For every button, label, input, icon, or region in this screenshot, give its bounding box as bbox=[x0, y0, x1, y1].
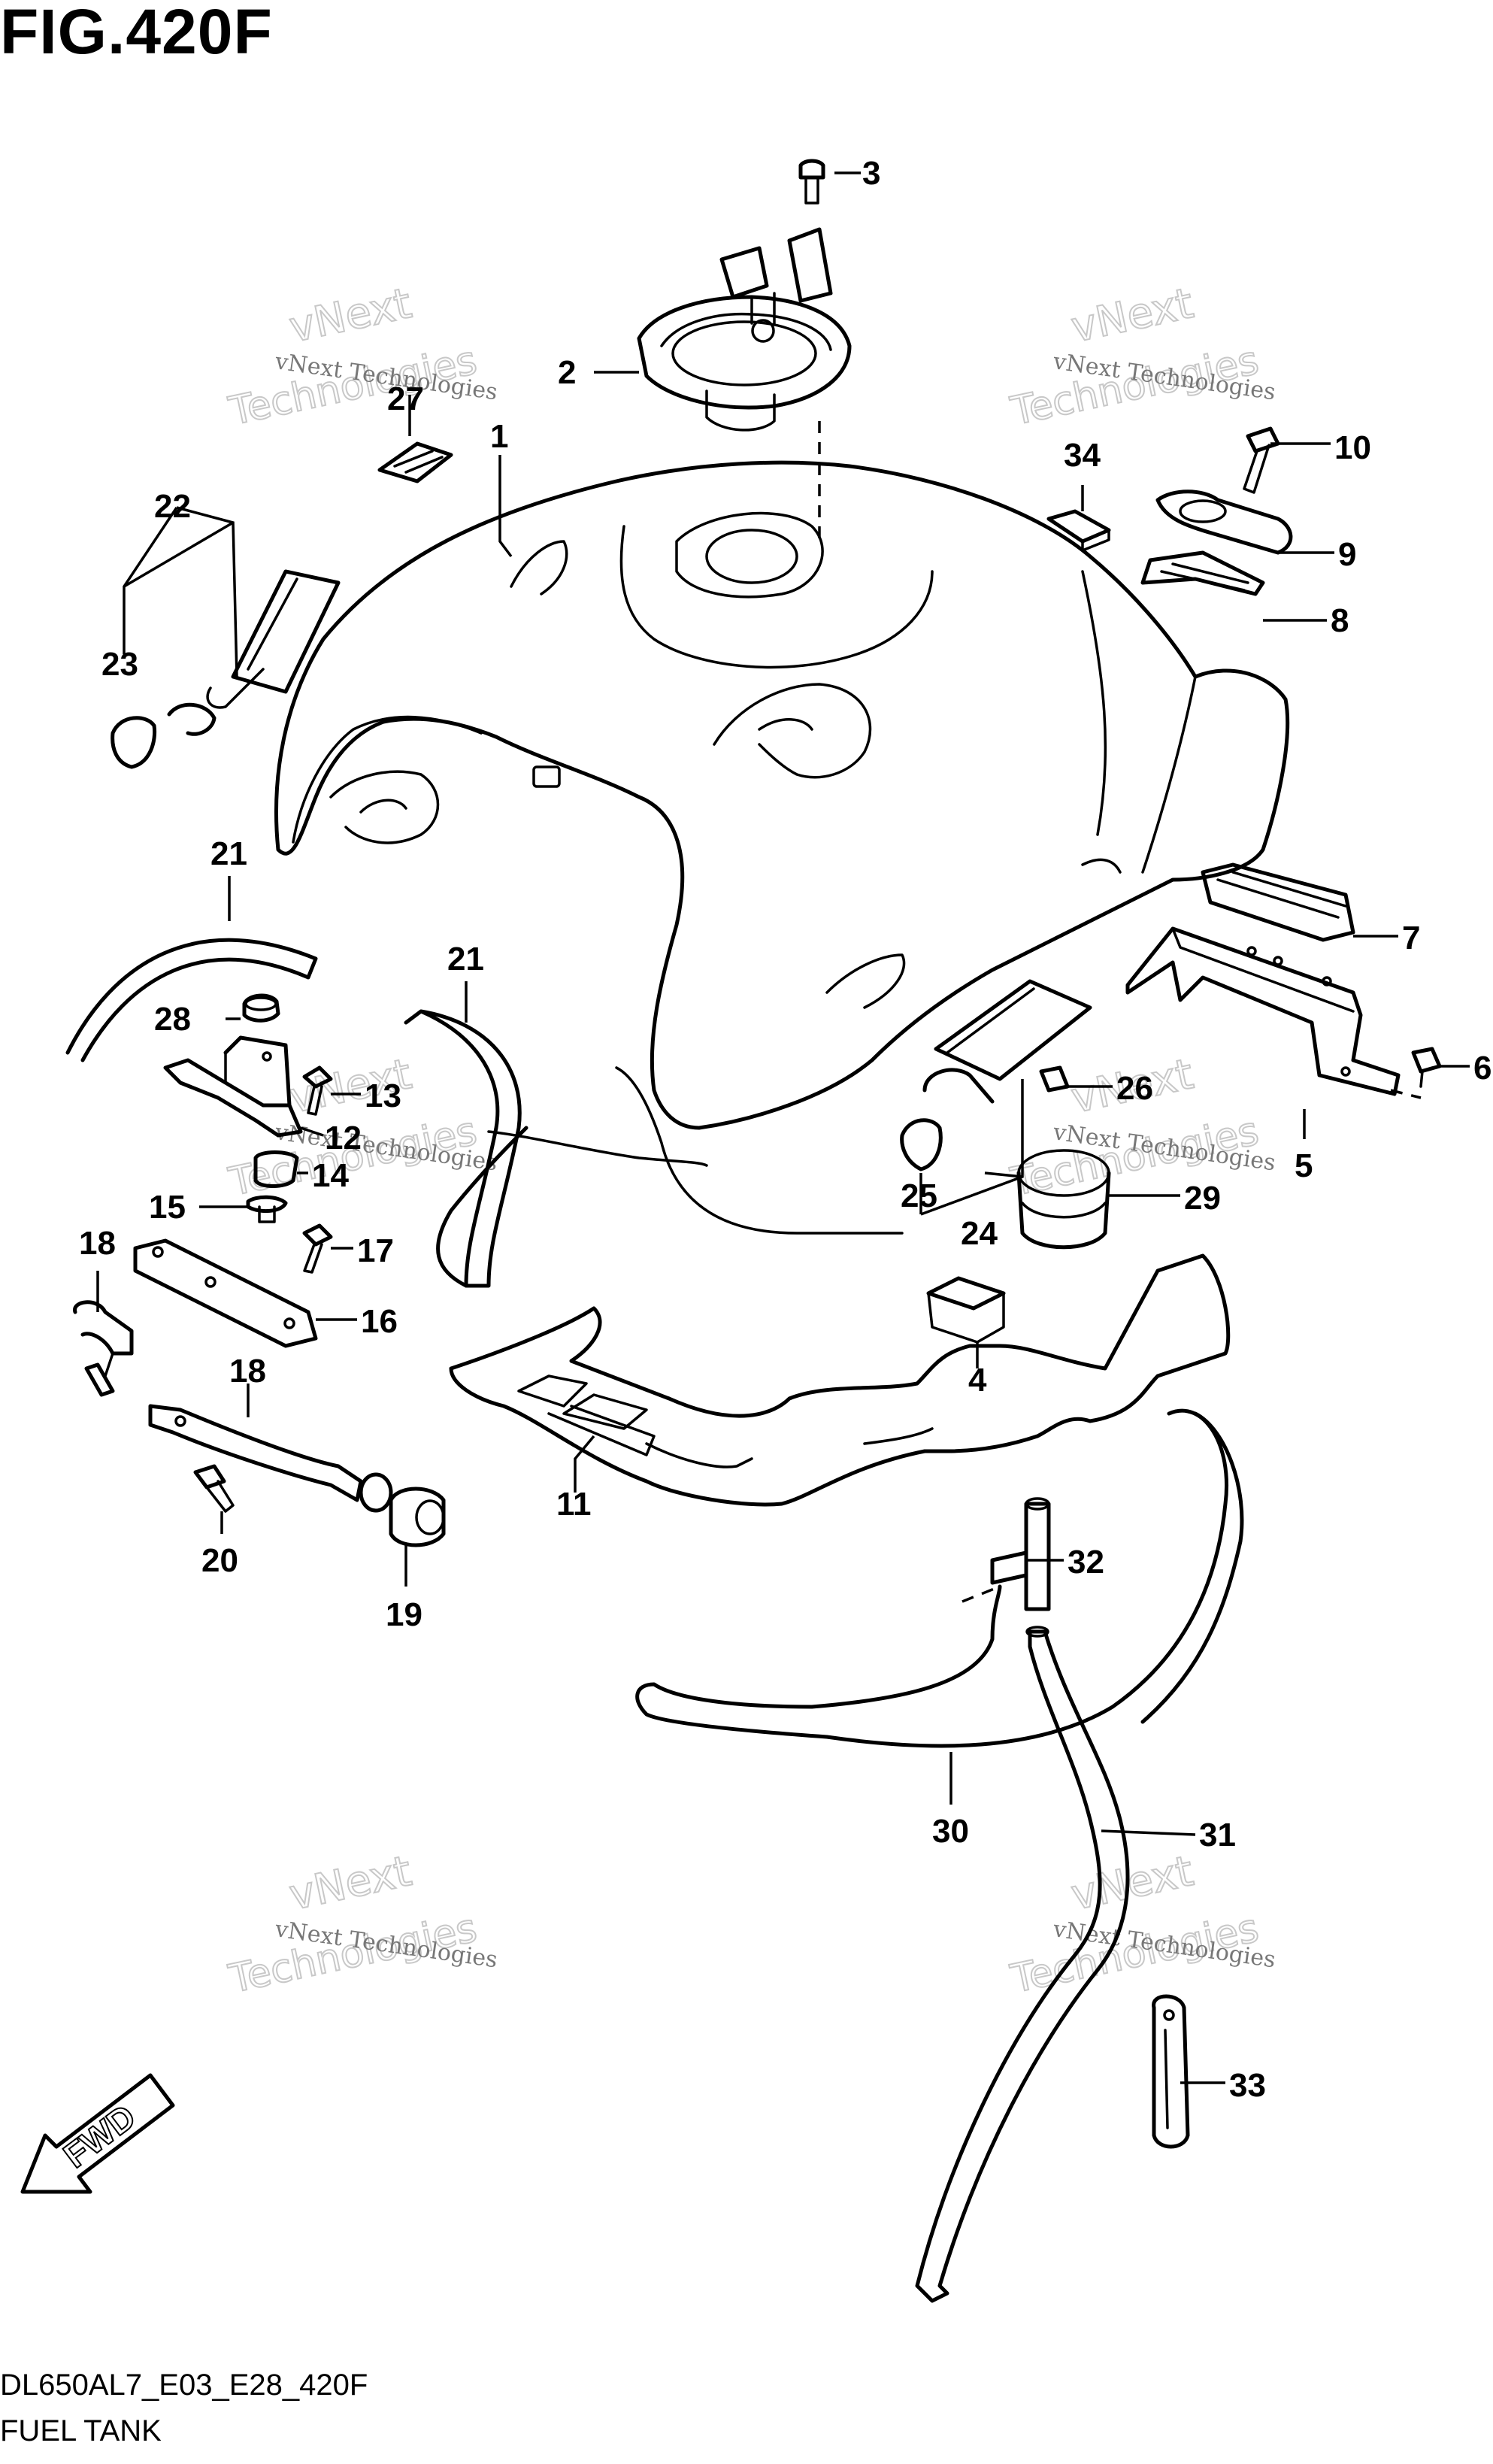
callout-7: 7 bbox=[1402, 920, 1420, 956]
rear-bracket-5 bbox=[1125, 926, 1401, 1096]
callout-20: 20 bbox=[201, 1542, 238, 1579]
watermark-top-left: vNext Technologies vNext Technologies bbox=[224, 278, 499, 435]
callout-9: 9 bbox=[1338, 536, 1356, 573]
svg-text:vNext: vNext bbox=[1067, 279, 1198, 353]
cap-bolt bbox=[798, 159, 825, 205]
callout-13: 13 bbox=[365, 1077, 401, 1114]
callout-29: 29 bbox=[1184, 1180, 1221, 1217]
t-joint-32 bbox=[990, 1497, 1051, 1611]
callout-34: 34 bbox=[1064, 437, 1101, 474]
model-code: DL650AL7_E03_E28_420F bbox=[0, 2369, 368, 2402]
callout-8: 8 bbox=[1331, 602, 1349, 639]
callout-1: 1 bbox=[490, 418, 508, 455]
callout-14: 14 bbox=[312, 1157, 349, 1194]
callout-10: 10 bbox=[1334, 429, 1371, 466]
fuel-cap-assembly bbox=[637, 227, 852, 432]
figure-title: FIG.420F bbox=[0, 0, 273, 67]
collar-19 bbox=[389, 1487, 446, 1547]
callout-22: 22 bbox=[154, 488, 191, 525]
callout-27: 27 bbox=[387, 380, 424, 417]
callout-21b-label: 21 bbox=[447, 941, 484, 977]
bolt-6 bbox=[1411, 1047, 1442, 1088]
nut-14 bbox=[253, 1150, 299, 1188]
bolt-26 bbox=[1039, 1065, 1070, 1093]
callout-17: 17 bbox=[357, 1232, 394, 1269]
svg-text:vNext: vNext bbox=[285, 279, 416, 353]
callout-24: 24 bbox=[961, 1215, 998, 1252]
watermark-bottom-left: vNext Technologies vNext Technologies bbox=[224, 1846, 499, 2003]
bracket-12 bbox=[163, 1035, 303, 1138]
callout-6: 6 bbox=[1473, 1050, 1491, 1087]
callout-18b: 18 bbox=[229, 1353, 266, 1390]
pad-4 bbox=[926, 1276, 1006, 1344]
heat-shield-11 bbox=[449, 1066, 1231, 1507]
bracket-9 bbox=[1155, 489, 1293, 555]
clip-33 bbox=[1152, 1994, 1190, 2149]
callout-31: 31 bbox=[1199, 1817, 1236, 1853]
callout-28: 28 bbox=[154, 1001, 191, 1038]
callout-33: 33 bbox=[1229, 2067, 1266, 2104]
callout-26: 26 bbox=[1116, 1070, 1153, 1107]
watermark-top-right: vNext Technologies vNext Technologies bbox=[1006, 278, 1277, 435]
strap-18b bbox=[148, 1404, 393, 1513]
svg-text:vNext: vNext bbox=[1067, 1847, 1198, 1920]
joint-dash bbox=[962, 1585, 1001, 1603]
callout-11: 11 bbox=[556, 1486, 592, 1523]
cushion-8 bbox=[1140, 550, 1265, 596]
bolt-13 bbox=[302, 1065, 333, 1116]
bolt-6-alignment bbox=[1390, 1089, 1422, 1099]
callout-25-label: 25 bbox=[901, 1177, 937, 1214]
callout-4: 4 bbox=[968, 1362, 987, 1399]
grommet-28 bbox=[242, 993, 280, 1023]
leader-lines bbox=[96, 171, 1470, 2084]
cover-and-cap-24-25 bbox=[900, 979, 1092, 1171]
callout-18a: 18 bbox=[79, 1225, 116, 1262]
fuel-tank-body bbox=[274, 460, 1290, 1130]
callout-3: 3 bbox=[862, 155, 880, 192]
pad-34 bbox=[1046, 509, 1111, 544]
svg-text:vNext: vNext bbox=[285, 1847, 416, 1920]
cushion-7 bbox=[1201, 862, 1355, 942]
caution-label bbox=[377, 441, 453, 483]
callout-labels: 3 2 1 27 34 10 9 8 7 6 5 26 29 25 25 24 … bbox=[79, 155, 1491, 2104]
callout-19: 19 bbox=[386, 1596, 422, 1633]
clamp-band-29 bbox=[1016, 1149, 1111, 1250]
callout-30: 30 bbox=[932, 1813, 969, 1850]
callout-2: 2 bbox=[558, 354, 576, 391]
callout-23-visible: 23 bbox=[101, 646, 138, 683]
bolt-17 bbox=[302, 1223, 333, 1274]
cover-and-cap bbox=[111, 569, 341, 769]
grommet-15 bbox=[246, 1195, 288, 1223]
callout-21a: 21 bbox=[210, 835, 247, 872]
hose-31 bbox=[915, 1626, 1130, 2303]
bracket-16 bbox=[133, 1238, 318, 1348]
section-name: FUEL TANK bbox=[0, 2414, 162, 2447]
hose-21b bbox=[404, 1009, 708, 1288]
hook-18a bbox=[73, 1300, 134, 1397]
callout-32: 32 bbox=[1068, 1544, 1104, 1581]
bolt-20 bbox=[193, 1464, 235, 1513]
callout-5: 5 bbox=[1295, 1147, 1313, 1184]
callout-15: 15 bbox=[149, 1189, 186, 1226]
callout-16: 16 bbox=[361, 1303, 398, 1340]
fwd-direction-arrow: FWD bbox=[20, 2073, 175, 2194]
bolt-10 bbox=[1243, 426, 1280, 494]
watermark-bottom-right: vNext Technologies vNext Technologies bbox=[1006, 1846, 1277, 2003]
callout-12: 12 bbox=[325, 1120, 362, 1156]
hose-30 bbox=[635, 1408, 1244, 1748]
hose-21a bbox=[65, 938, 318, 1062]
